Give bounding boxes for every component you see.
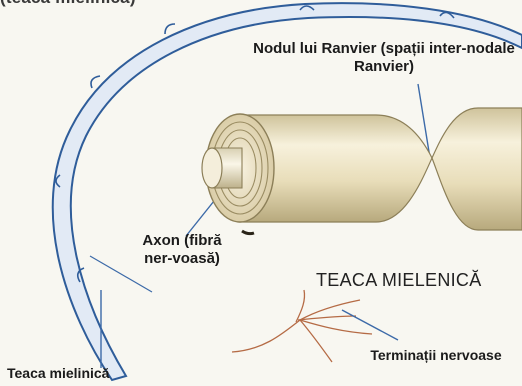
terminations-leader-line bbox=[342, 310, 398, 340]
myelin-sheath-title-label: TEACA MIELENICĂ bbox=[316, 270, 482, 291]
top-label: (teaca mielinică) bbox=[0, 0, 136, 8]
myelin-sheath-label: Teaca mielinică bbox=[7, 365, 109, 382]
node-of-ranvier-label: Nodul lui Ranvier (spații inter-nodale R… bbox=[250, 40, 518, 75]
nerve-terminations bbox=[232, 290, 372, 362]
nerve-terminations-label: Terminații nervoase bbox=[366, 348, 506, 363]
myelin-segment-right bbox=[432, 108, 522, 230]
axon-cut-face bbox=[202, 148, 222, 188]
axon-label: Axon (fibră ner-voasă) bbox=[140, 232, 224, 267]
schwann-nucleus-mark bbox=[242, 231, 254, 234]
